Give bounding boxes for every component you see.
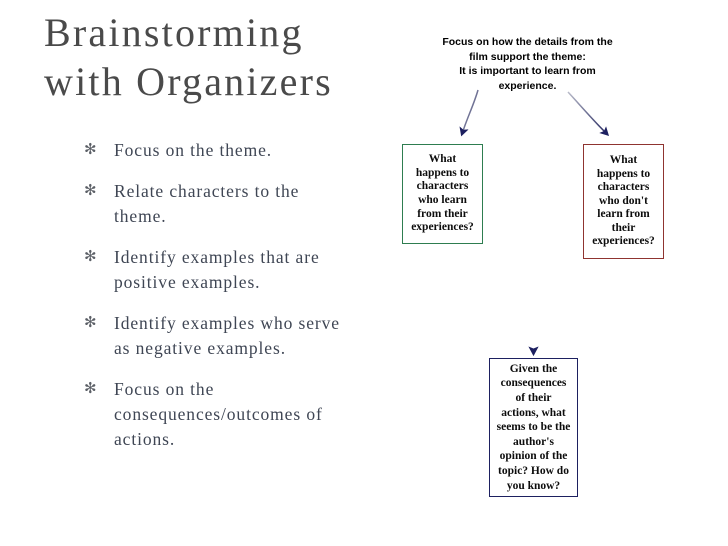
bullet-list: ✻ Focus on the theme. ✻ Relate character…	[84, 138, 354, 468]
question-box-learn[interactable]: What happens to characters who learn fro…	[402, 144, 486, 247]
organizer-diagram: Focus on how the details from the film s…	[390, 0, 728, 546]
star-bullet-icon: ✻	[84, 315, 98, 331]
question-box-author-opinion[interactable]: Given the consequences of their actions,…	[489, 358, 581, 500]
arrow-to-learn-icon	[459, 89, 479, 137]
list-item-label: Identify examples that are positive exam…	[114, 247, 320, 292]
diagram-caption: Focus on how the details from the film s…	[442, 36, 613, 92]
star-bullet-icon: ✻	[84, 381, 98, 397]
question-box-author-opinion-text: Given the consequences of their actions,…	[496, 362, 571, 492]
list-item: ✻ Focus on the consequences/outcomes of …	[84, 377, 354, 452]
question-box-learn-text: What happens to characters who learn fro…	[411, 153, 474, 234]
star-bullet-icon: ✻	[84, 249, 98, 265]
star-bullet-icon: ✻	[84, 183, 98, 199]
list-item-label: Focus on the consequences/outcomes of ac…	[114, 379, 323, 449]
list-item-label: Identify examples who serve as negative …	[114, 313, 340, 358]
question-box-dont-learn-text: What happens to characters who don't lea…	[592, 153, 655, 248]
list-item: ✻ Relate characters to the theme.	[84, 179, 354, 229]
list-item: ✻ Identify examples that are positive ex…	[84, 245, 354, 295]
question-box-dont-learn[interactable]: What happens to characters who don't lea…	[583, 144, 667, 262]
list-item-label: Relate characters to the theme.	[114, 181, 300, 226]
star-bullet-icon: ✻	[84, 142, 98, 158]
page-title: Brainstorming with Organizers	[44, 10, 333, 104]
list-item: ✻ Identify examples who serve as negativ…	[84, 311, 354, 361]
list-item: ✻ Focus on the theme.	[84, 138, 354, 163]
list-item-label: Focus on the theme.	[114, 140, 273, 160]
arrow-to-dontlearn-icon	[567, 91, 610, 137]
